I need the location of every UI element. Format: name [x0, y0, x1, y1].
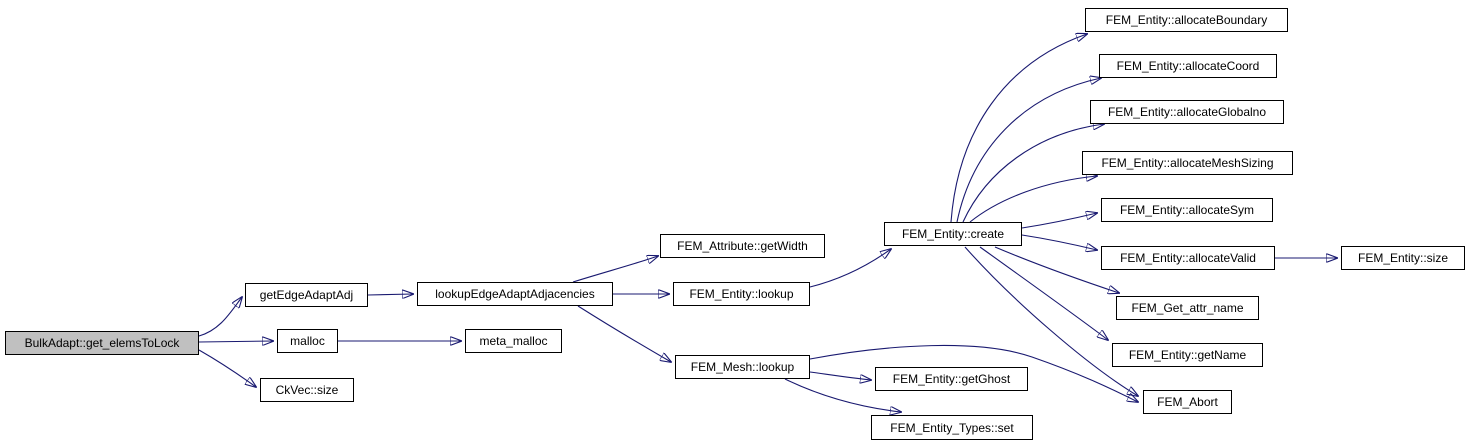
- edge-create-to-get-attr-name: [994, 246, 1119, 293]
- node-fem-entity-allocatecoord[interactable]: FEM_Entity::allocateCoord: [1099, 54, 1277, 78]
- edge-create-to-allocate-sym: [1021, 213, 1097, 229]
- edge-lookupedge-to-mesh-lookup: [577, 305, 671, 362]
- node-fem-entity-getname[interactable]: FEM_Entity::getName: [1112, 343, 1263, 367]
- edge-lookupedge-to-attribute-getwidth: [572, 256, 658, 283]
- edge-root-to-ckvec-size: [198, 349, 256, 387]
- edge-root-to-getedgeadaptadj: [198, 297, 242, 337]
- node-fem-entity-allocatevalid[interactable]: FEM_Entity::allocateValid: [1101, 246, 1275, 270]
- node-fem-abort[interactable]: FEM_Abort: [1143, 390, 1232, 414]
- edge-create-to-entity-getname: [979, 246, 1108, 340]
- edge-mesh-lookup-to-entity-getghost: [809, 371, 871, 380]
- edge-root-to-malloc: [198, 341, 273, 342]
- edge-create-to-allocate-meshsizing: [969, 176, 1097, 223]
- node-meta-malloc[interactable]: meta_malloc: [465, 329, 562, 353]
- node-getedgeadaptadj[interactable]: getEdgeAdaptAdj: [245, 283, 368, 307]
- node-fem-attribute-getwidth[interactable]: FEM_Attribute::getWidth: [660, 234, 825, 258]
- edge-mesh-lookup-to-fem-abort: [809, 344, 1138, 402]
- node-fem-entity-allocatesym[interactable]: FEM_Entity::allocateSym: [1101, 198, 1273, 222]
- edge-mesh-lookup-to-entity-types-set: [784, 378, 901, 412]
- node-fem-get-attr-name[interactable]: FEM_Get_attr_name: [1116, 296, 1259, 320]
- edge-create-to-allocate-boundary: [950, 34, 1087, 223]
- edge-create-to-allocate-valid: [1021, 234, 1097, 250]
- node-bulkadapt-get-elemstolock: BulkAdapt::get_elemsToLock: [5, 331, 199, 355]
- node-lookupedgeadaptadjacencies[interactable]: lookupEdgeAdaptAdjacencies: [417, 282, 613, 306]
- edge-create-to-allocate-coord: [956, 78, 1101, 223]
- node-fem-entity-types-set[interactable]: FEM_Entity_Types::set: [871, 415, 1033, 440]
- node-fem-entity-allocatemeshsizing[interactable]: FEM_Entity::allocateMeshSizing: [1082, 151, 1293, 175]
- edge-create-to-fem-abort: [964, 246, 1138, 396]
- node-fem-entity-allocateboundary[interactable]: FEM_Entity::allocateBoundary: [1085, 8, 1288, 32]
- node-fem-entity-size[interactable]: FEM_Entity::size: [1341, 246, 1465, 270]
- edge-getedgeadaptadj-to-lookupedgeadaptadjacencies: [367, 294, 413, 295]
- edge-create-to-allocate-globalno: [962, 124, 1104, 223]
- node-fem-entity-create[interactable]: FEM_Entity::create: [884, 222, 1022, 246]
- edge-entity-lookup-to-entity-create: [809, 249, 891, 288]
- node-ckvec-size[interactable]: CkVec::size: [260, 378, 354, 402]
- node-fem-entity-getghost[interactable]: FEM_Entity::getGhost: [875, 367, 1028, 391]
- node-malloc[interactable]: malloc: [277, 329, 338, 353]
- node-fem-entity-lookup[interactable]: FEM_Entity::lookup: [673, 282, 810, 306]
- node-fem-mesh-lookup[interactable]: FEM_Mesh::lookup: [675, 355, 810, 379]
- node-fem-entity-allocateglobalno[interactable]: FEM_Entity::allocateGlobalno: [1090, 100, 1284, 124]
